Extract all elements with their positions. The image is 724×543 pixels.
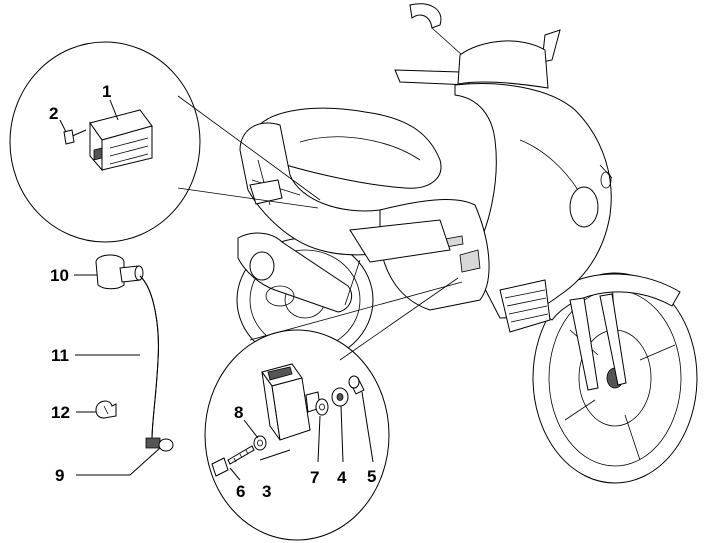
- callout-6: 6: [236, 482, 245, 501]
- callout-12: 12: [51, 403, 70, 422]
- spacer-5: [348, 375, 365, 395]
- callout-2: 2: [49, 104, 58, 123]
- end-fitting: [145, 437, 174, 452]
- callout-11: 11: [51, 346, 69, 365]
- callout-9: 9: [55, 466, 64, 485]
- callout-10: 10: [50, 266, 69, 285]
- callout-7: 7: [310, 468, 319, 487]
- washer-8: [253, 435, 267, 451]
- callout-1: 1: [102, 82, 111, 101]
- hose: [139, 275, 159, 441]
- detail-circle-lower: [204, 277, 463, 541]
- callout-5: 5: [367, 467, 376, 486]
- hose-clip: [95, 400, 117, 419]
- scooter-illustration: [236, 3, 698, 484]
- tee-connector: [95, 254, 144, 290]
- leader-lines: [59, 99, 374, 481]
- detail-circle-upper: [9, 41, 321, 243]
- voltage-regulator: [89, 109, 153, 172]
- callout-8: 8: [234, 403, 243, 422]
- front-wheel: [532, 272, 698, 484]
- callout-4: 4: [337, 468, 347, 487]
- callout-3: 3: [262, 482, 271, 501]
- control-unit: [261, 363, 321, 441]
- front-shield: [454, 83, 612, 319]
- left-parts: [95, 254, 174, 452]
- callout-labels: 1 2 10 11 12 9 8 6 3 7 4 5: [49, 82, 376, 501]
- bolt-6: [211, 445, 255, 477]
- handlebar: [394, 3, 561, 89]
- washer-7: [315, 398, 329, 416]
- screw: [63, 129, 87, 145]
